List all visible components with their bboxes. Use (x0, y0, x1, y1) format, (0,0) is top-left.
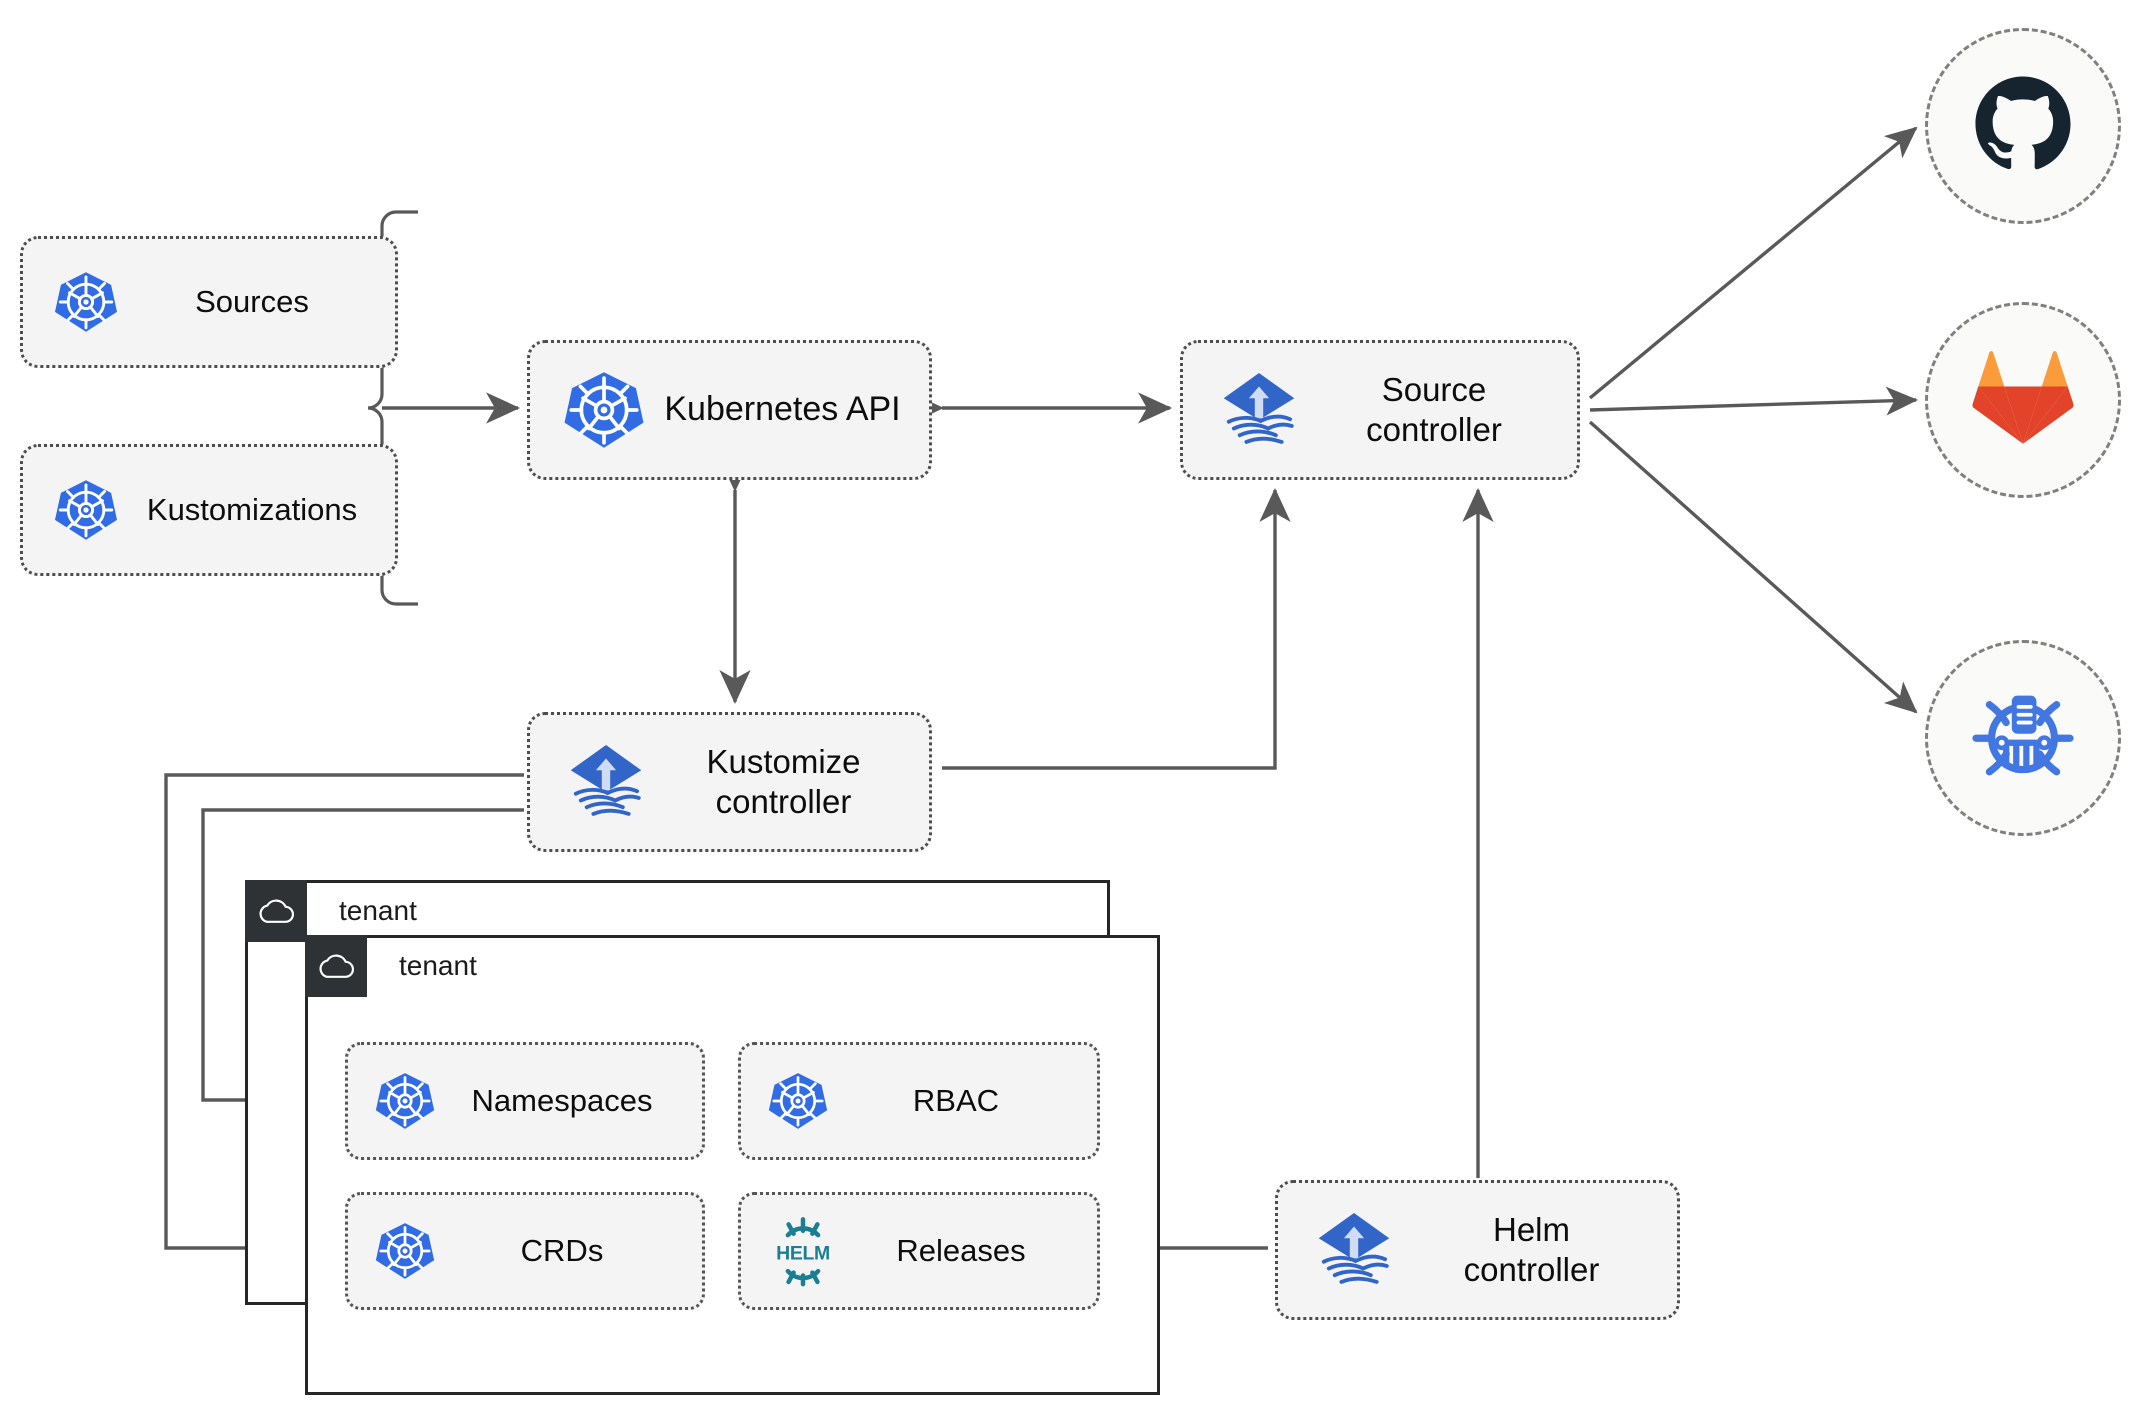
kubernetes-icon (767, 1070, 829, 1132)
svg-text:HELM: HELM (776, 1243, 830, 1265)
kubernetes-icon (562, 368, 646, 452)
node-kustomize-controller[interactable]: Kustomize controller (527, 712, 932, 852)
node-kubernetes-api[interactable]: Kubernetes API (527, 340, 932, 480)
node-label: Source controller (1366, 370, 1502, 448)
cloud-icon (245, 880, 307, 942)
node-sources[interactable]: Sources (20, 236, 398, 368)
tile-label: CRDs (520, 1233, 604, 1268)
kubernetes-icon (53, 477, 119, 543)
tile-label: Releases (896, 1233, 1026, 1268)
node-label: Kustomize controller (706, 742, 861, 820)
gitlab-icon (1971, 348, 2075, 453)
node-label: Helm controller (1463, 1210, 1600, 1288)
tenant-label: tenant (333, 895, 423, 927)
node-helm-controller[interactable]: Helm controller (1275, 1180, 1680, 1320)
provider-gitlab[interactable] (1925, 302, 2121, 498)
cloud-icon (305, 935, 367, 997)
flux-icon (1217, 368, 1301, 452)
tile-crds[interactable]: CRDs (345, 1192, 705, 1310)
node-kustomizations[interactable]: Kustomizations (20, 444, 398, 576)
kubernetes-icon (374, 1220, 436, 1282)
flux-icon (1312, 1208, 1396, 1292)
kubernetes-icon (53, 269, 119, 335)
helm-icon: HELM (767, 1215, 839, 1287)
tile-label: Namespaces (471, 1083, 653, 1118)
provider-github[interactable] (1925, 28, 2121, 224)
tenant-header: tenant (245, 880, 423, 942)
tile-label: RBAC (912, 1083, 1000, 1118)
tenant-header: tenant (305, 935, 483, 997)
flux-icon (564, 740, 648, 824)
github-icon (1969, 70, 2077, 183)
tile-namespaces[interactable]: Namespaces (345, 1042, 705, 1160)
provider-bucket[interactable] (1925, 640, 2121, 836)
node-source-controller[interactable]: Source controller (1180, 340, 1580, 480)
bucket-icon (1967, 680, 2079, 797)
node-label: Sources (195, 284, 309, 320)
tenant-label: tenant (393, 950, 483, 982)
kubernetes-icon (374, 1070, 436, 1132)
node-label: Kubernetes API (664, 390, 901, 429)
tile-releases[interactable]: HELM Releases (738, 1192, 1100, 1310)
tenant-container-front[interactable]: tenant (305, 935, 1160, 1395)
tile-rbac[interactable]: RBAC (738, 1042, 1100, 1160)
node-label: Kustomizations (146, 492, 358, 528)
